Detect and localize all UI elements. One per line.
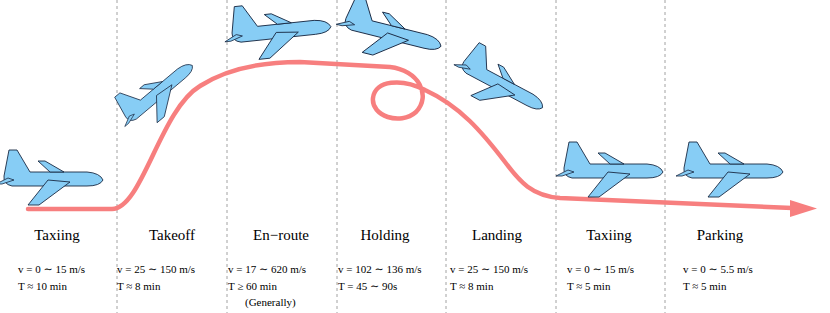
plane-taxi-2 [556,142,663,197]
phase-name: Taxiing [34,226,80,244]
speed-range: v = 0 ∼ 5.5 m/s [683,263,753,276]
duration: T ≈ 10 min [18,280,67,293]
duration: T ≈ 8 min [450,280,493,293]
duration: T ≈ 5 min [683,280,726,293]
plane-taxi [0,150,103,205]
speed-range: v = 102 ∼ 136 m/s [338,263,422,276]
duration: T ≥ 60 min [228,280,277,293]
duration-note: (Generally) [245,296,296,309]
phase-name: Taxiing [586,226,632,244]
plane-landing [445,37,556,128]
speed-range: v = 17 ∼ 620 m/s [228,263,306,276]
speed-range: v = 0 ∼ 15 m/s [567,263,634,276]
phase-name: Takeoff [149,226,195,244]
speed-range: v = 25 ∼ 150 m/s [450,263,528,276]
duration: T ≈ 5 min [567,280,610,293]
speed-range: v = 25 ∼ 150 m/s [117,263,195,276]
phase-name: Landing [472,226,522,244]
plane-holding [331,0,448,71]
phase-name: Parking [697,226,744,244]
speed-range: v = 0 ∼ 15 m/s [18,263,85,276]
plane-parking [676,142,783,197]
plane-enroute [221,0,333,63]
duration: T = 45 ∼ 90s [338,280,397,293]
phase-name: En−route [253,226,309,244]
path-arrowhead [790,200,817,217]
phase-name: Holding [360,226,409,244]
flight-path [28,62,792,209]
plane-takeoff [106,46,206,140]
duration: T ≈ 8 min [117,280,160,293]
